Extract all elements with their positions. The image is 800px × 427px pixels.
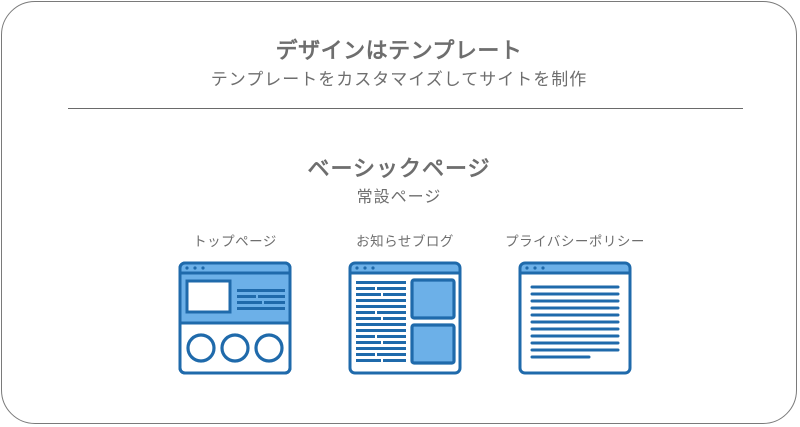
page-label: お知らせブログ — [356, 234, 454, 250]
page-item-blog[interactable]: お知らせブログ — [320, 232, 490, 375]
blog-wireframe-icon — [348, 261, 462, 375]
page-title: デザインはテンプレート — [275, 39, 523, 64]
section-title: ベーシックページ — [307, 157, 491, 182]
section-subtitle: 常設ページ — [356, 187, 442, 206]
divider — [68, 108, 743, 109]
page-item-top[interactable]: トップページ — [150, 232, 320, 375]
page-label: トップページ — [193, 234, 277, 250]
page-label: プライバシーポリシー — [505, 234, 645, 250]
page-subtitle: テンプレートをカスタマイズしてサイトを制作 — [210, 70, 588, 90]
top-page-wireframe-icon — [178, 261, 292, 375]
privacy-policy-wireframe-icon — [518, 261, 632, 375]
page-item-privacy-policy[interactable]: プライバシーポリシー — [490, 232, 660, 375]
